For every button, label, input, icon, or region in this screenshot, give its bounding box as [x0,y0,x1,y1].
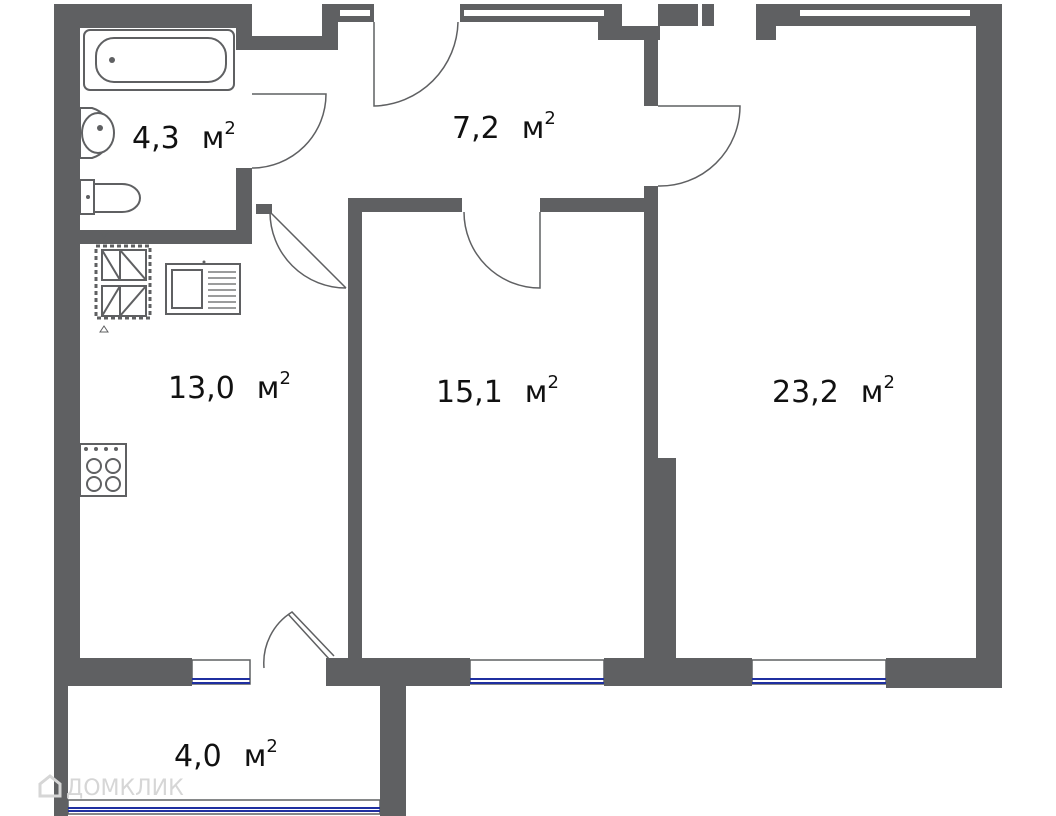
kitchen-sink-icon [165,260,241,315]
bathtub-icon [83,29,235,91]
stove-icon [79,443,127,497]
domclick-logo-icon [38,774,62,798]
windows [67,10,970,815]
doors [251,21,741,669]
sink-icon [79,107,115,159]
washing-machine-icon [94,231,152,333]
watermark: ДОМКЛИК [38,774,184,801]
toilet-icon [79,179,141,215]
walls [54,4,1002,816]
watermark-text: ДОМКЛИК [66,776,184,801]
